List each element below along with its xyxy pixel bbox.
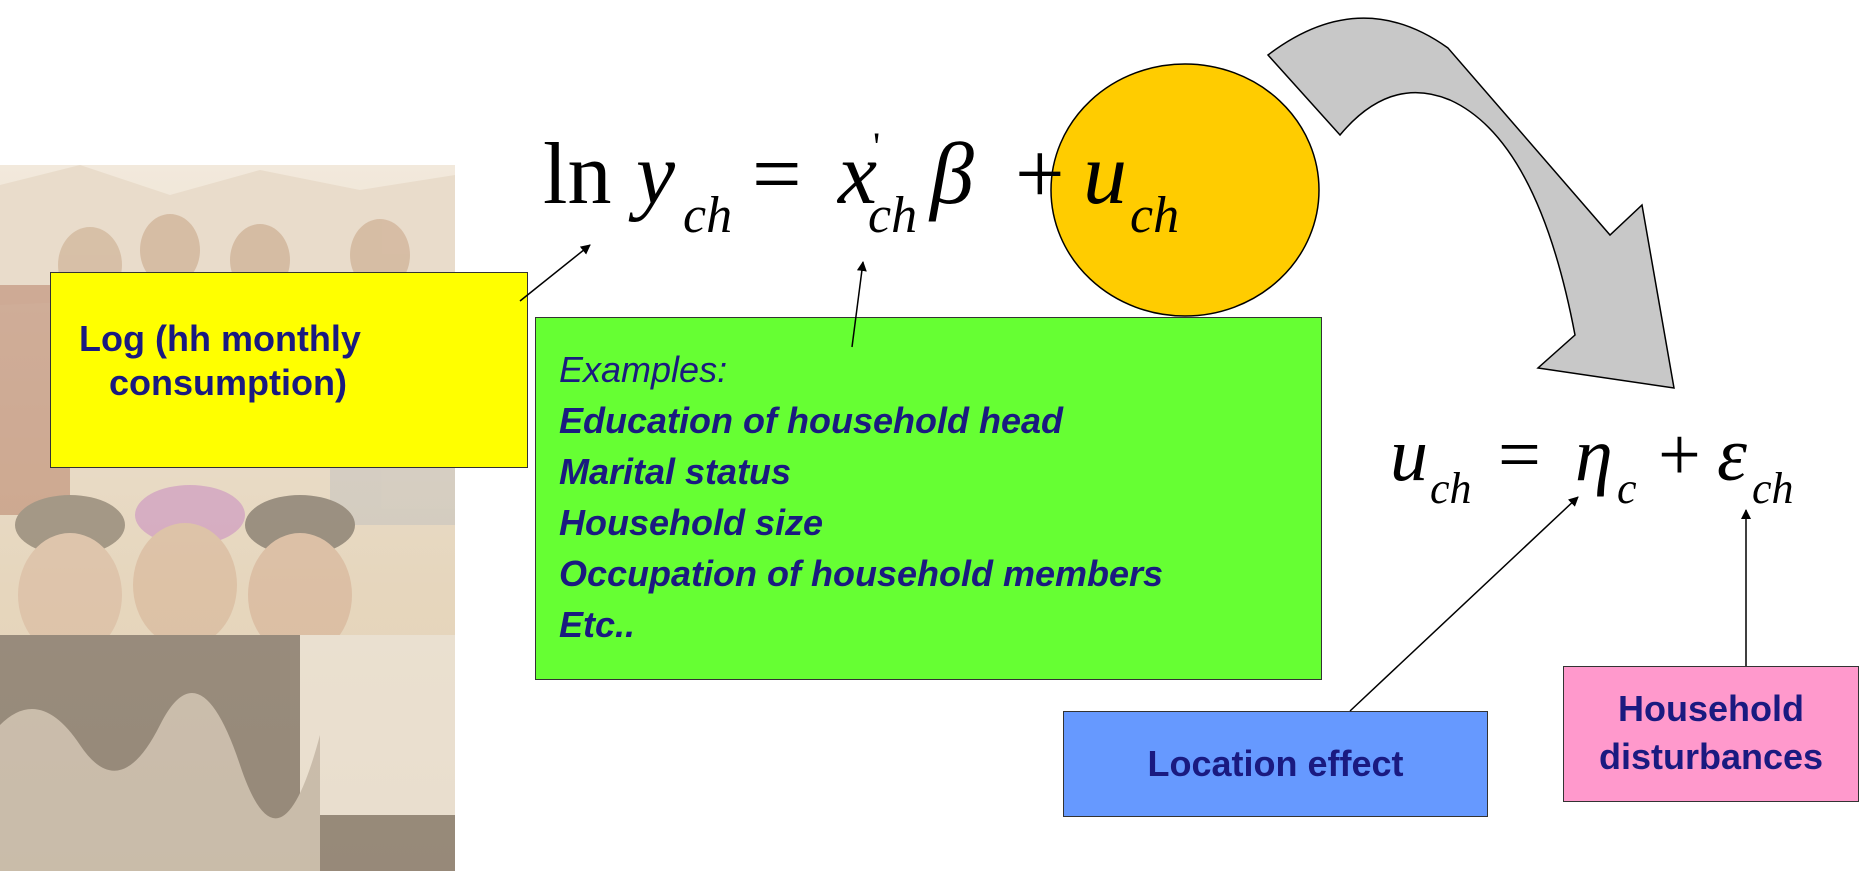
eq-y-sub: ch [683, 187, 732, 244]
example-item: Marital status [559, 451, 792, 492]
example-item: Occupation of household members [559, 553, 1164, 594]
eq-u: u [1083, 126, 1127, 223]
arrow-location-to-eta [1349, 496, 1579, 712]
eq-u-sub: ch [1130, 187, 1179, 244]
examples-label: Examples: [559, 349, 728, 390]
example-item: Etc.. [559, 604, 636, 645]
household-box-line1: Household [1618, 688, 1804, 729]
dec-eta: η [1575, 413, 1613, 497]
arrow-examples-to-x [851, 261, 867, 348]
decomposition-equation: u ch = η c + ε ch [1390, 413, 1794, 513]
curved-arrow-shape [1266, 17, 1675, 389]
dec-eta-sub: c [1617, 464, 1637, 513]
example-item: Household size [559, 502, 824, 543]
dec-eps: ε [1717, 413, 1747, 497]
examples-box: Examples: Education of household head Ma… [535, 317, 1322, 680]
eq-equals: = [752, 126, 802, 223]
eq-x: x [836, 126, 877, 223]
location-effect-box: Location effect [1063, 711, 1488, 817]
eq-x-sub: ch [868, 187, 917, 244]
dec-u-sub: ch [1430, 464, 1472, 513]
eq-plus: + [1015, 126, 1065, 223]
log-box-line1: Log (hh monthly [79, 318, 361, 359]
dec-equals: = [1498, 413, 1541, 497]
dec-u: u [1390, 413, 1428, 497]
eq-x-prime: ' [873, 124, 880, 169]
household-disturbances-box: Household disturbances [1563, 666, 1859, 802]
log-consumption-box: Log (hh monthly consumption) [50, 272, 528, 468]
dec-plus: + [1658, 413, 1701, 497]
location-effect-label: Location effect [1147, 743, 1404, 784]
eq-ln: ln [543, 126, 611, 223]
highlight-circle [1050, 63, 1320, 317]
eq-beta: β [928, 126, 974, 223]
log-box-line2: consumption) [109, 362, 347, 403]
household-box-line2: disturbances [1598, 736, 1824, 777]
main-equation: ln y ch = x ' ch β + u ch [543, 124, 1179, 244]
dec-eps-sub: ch [1752, 464, 1794, 513]
arrow-log-to-y [519, 244, 591, 302]
eq-y: y [628, 126, 676, 223]
example-item: Education of household head [559, 400, 1063, 441]
